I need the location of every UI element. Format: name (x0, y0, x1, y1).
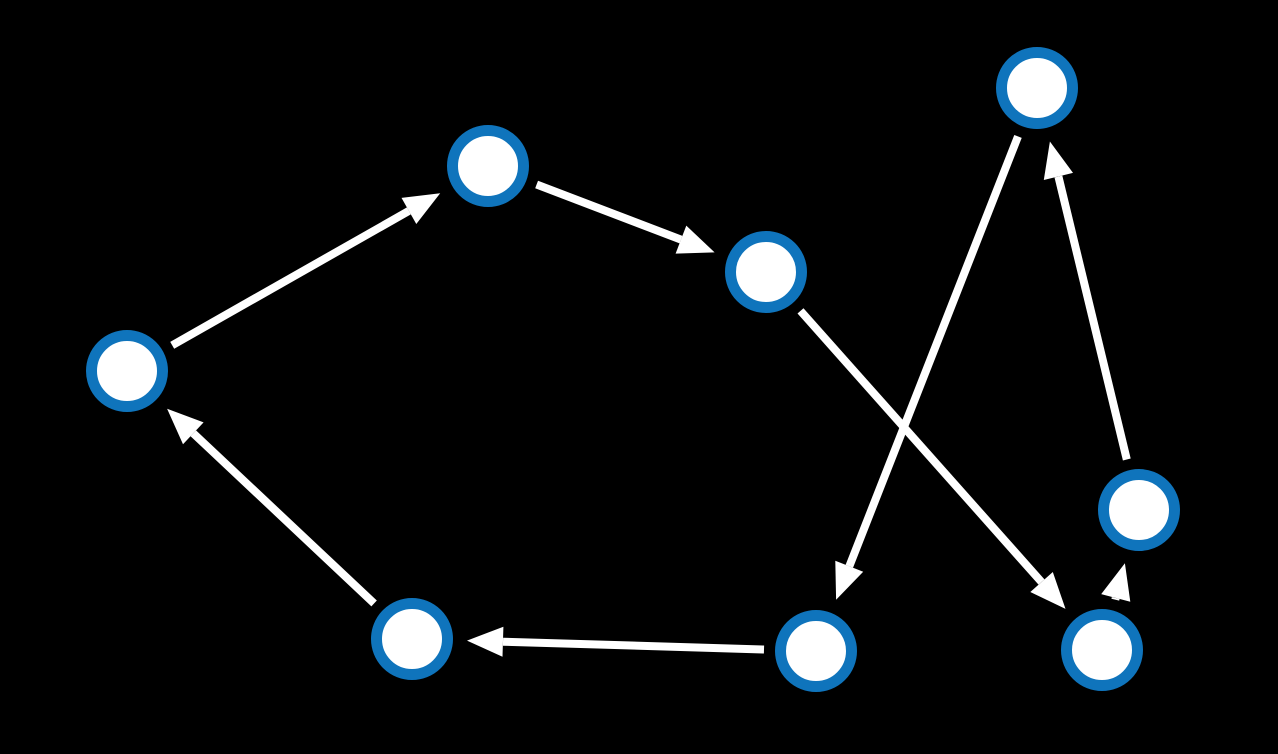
graph-node-upper-mid (447, 125, 529, 207)
graph-node-left (86, 330, 168, 412)
graph-edge-arrowhead-node-bottom-left-to-node-left (167, 408, 204, 445)
graph-edge-arrowhead-node-upper-mid-to-node-middle (675, 225, 715, 254)
graph-edge-arrowhead-node-right-to-node-top-right (1043, 141, 1073, 180)
graph-node-bottom-middle (775, 610, 857, 692)
graph-edge-line-node-top-right-to-node-bottom-middle (845, 134, 1022, 568)
graph-edge-arrowhead-node-top-right-to-node-bottom-middle (835, 560, 864, 600)
graph-edge-line-node-bottom-left-to-node-left (190, 430, 377, 607)
graph-edge-line-node-middle-to-node-bottom-right (797, 308, 1045, 585)
graph-edge-line-node-right-to-node-top-right (1054, 175, 1131, 461)
graph-node-bottom-left (371, 598, 453, 680)
graph-node-bottom-right (1061, 609, 1143, 691)
graph-edge-line-node-upper-mid-to-node-middle (535, 180, 683, 244)
graph-node-middle (725, 231, 807, 313)
graph-edge-line-node-left-to-node-upper-mid (170, 207, 411, 349)
graph-edge-line-node-bottom-middle-to-node-bottom-left (502, 637, 765, 654)
graph-edge-arrowhead-node-bottom-middle-to-node-bottom-left (467, 626, 504, 657)
graph-node-top-right (996, 47, 1078, 129)
graph-edge-arrowhead-node-middle-to-node-bottom-right (1030, 572, 1066, 609)
graph-node-right (1098, 469, 1180, 551)
graph-edge-arrowhead-node-left-to-node-upper-mid (401, 193, 441, 224)
graph-edge-arrowhead-node-bottom-right-to-node-right (1101, 563, 1131, 602)
